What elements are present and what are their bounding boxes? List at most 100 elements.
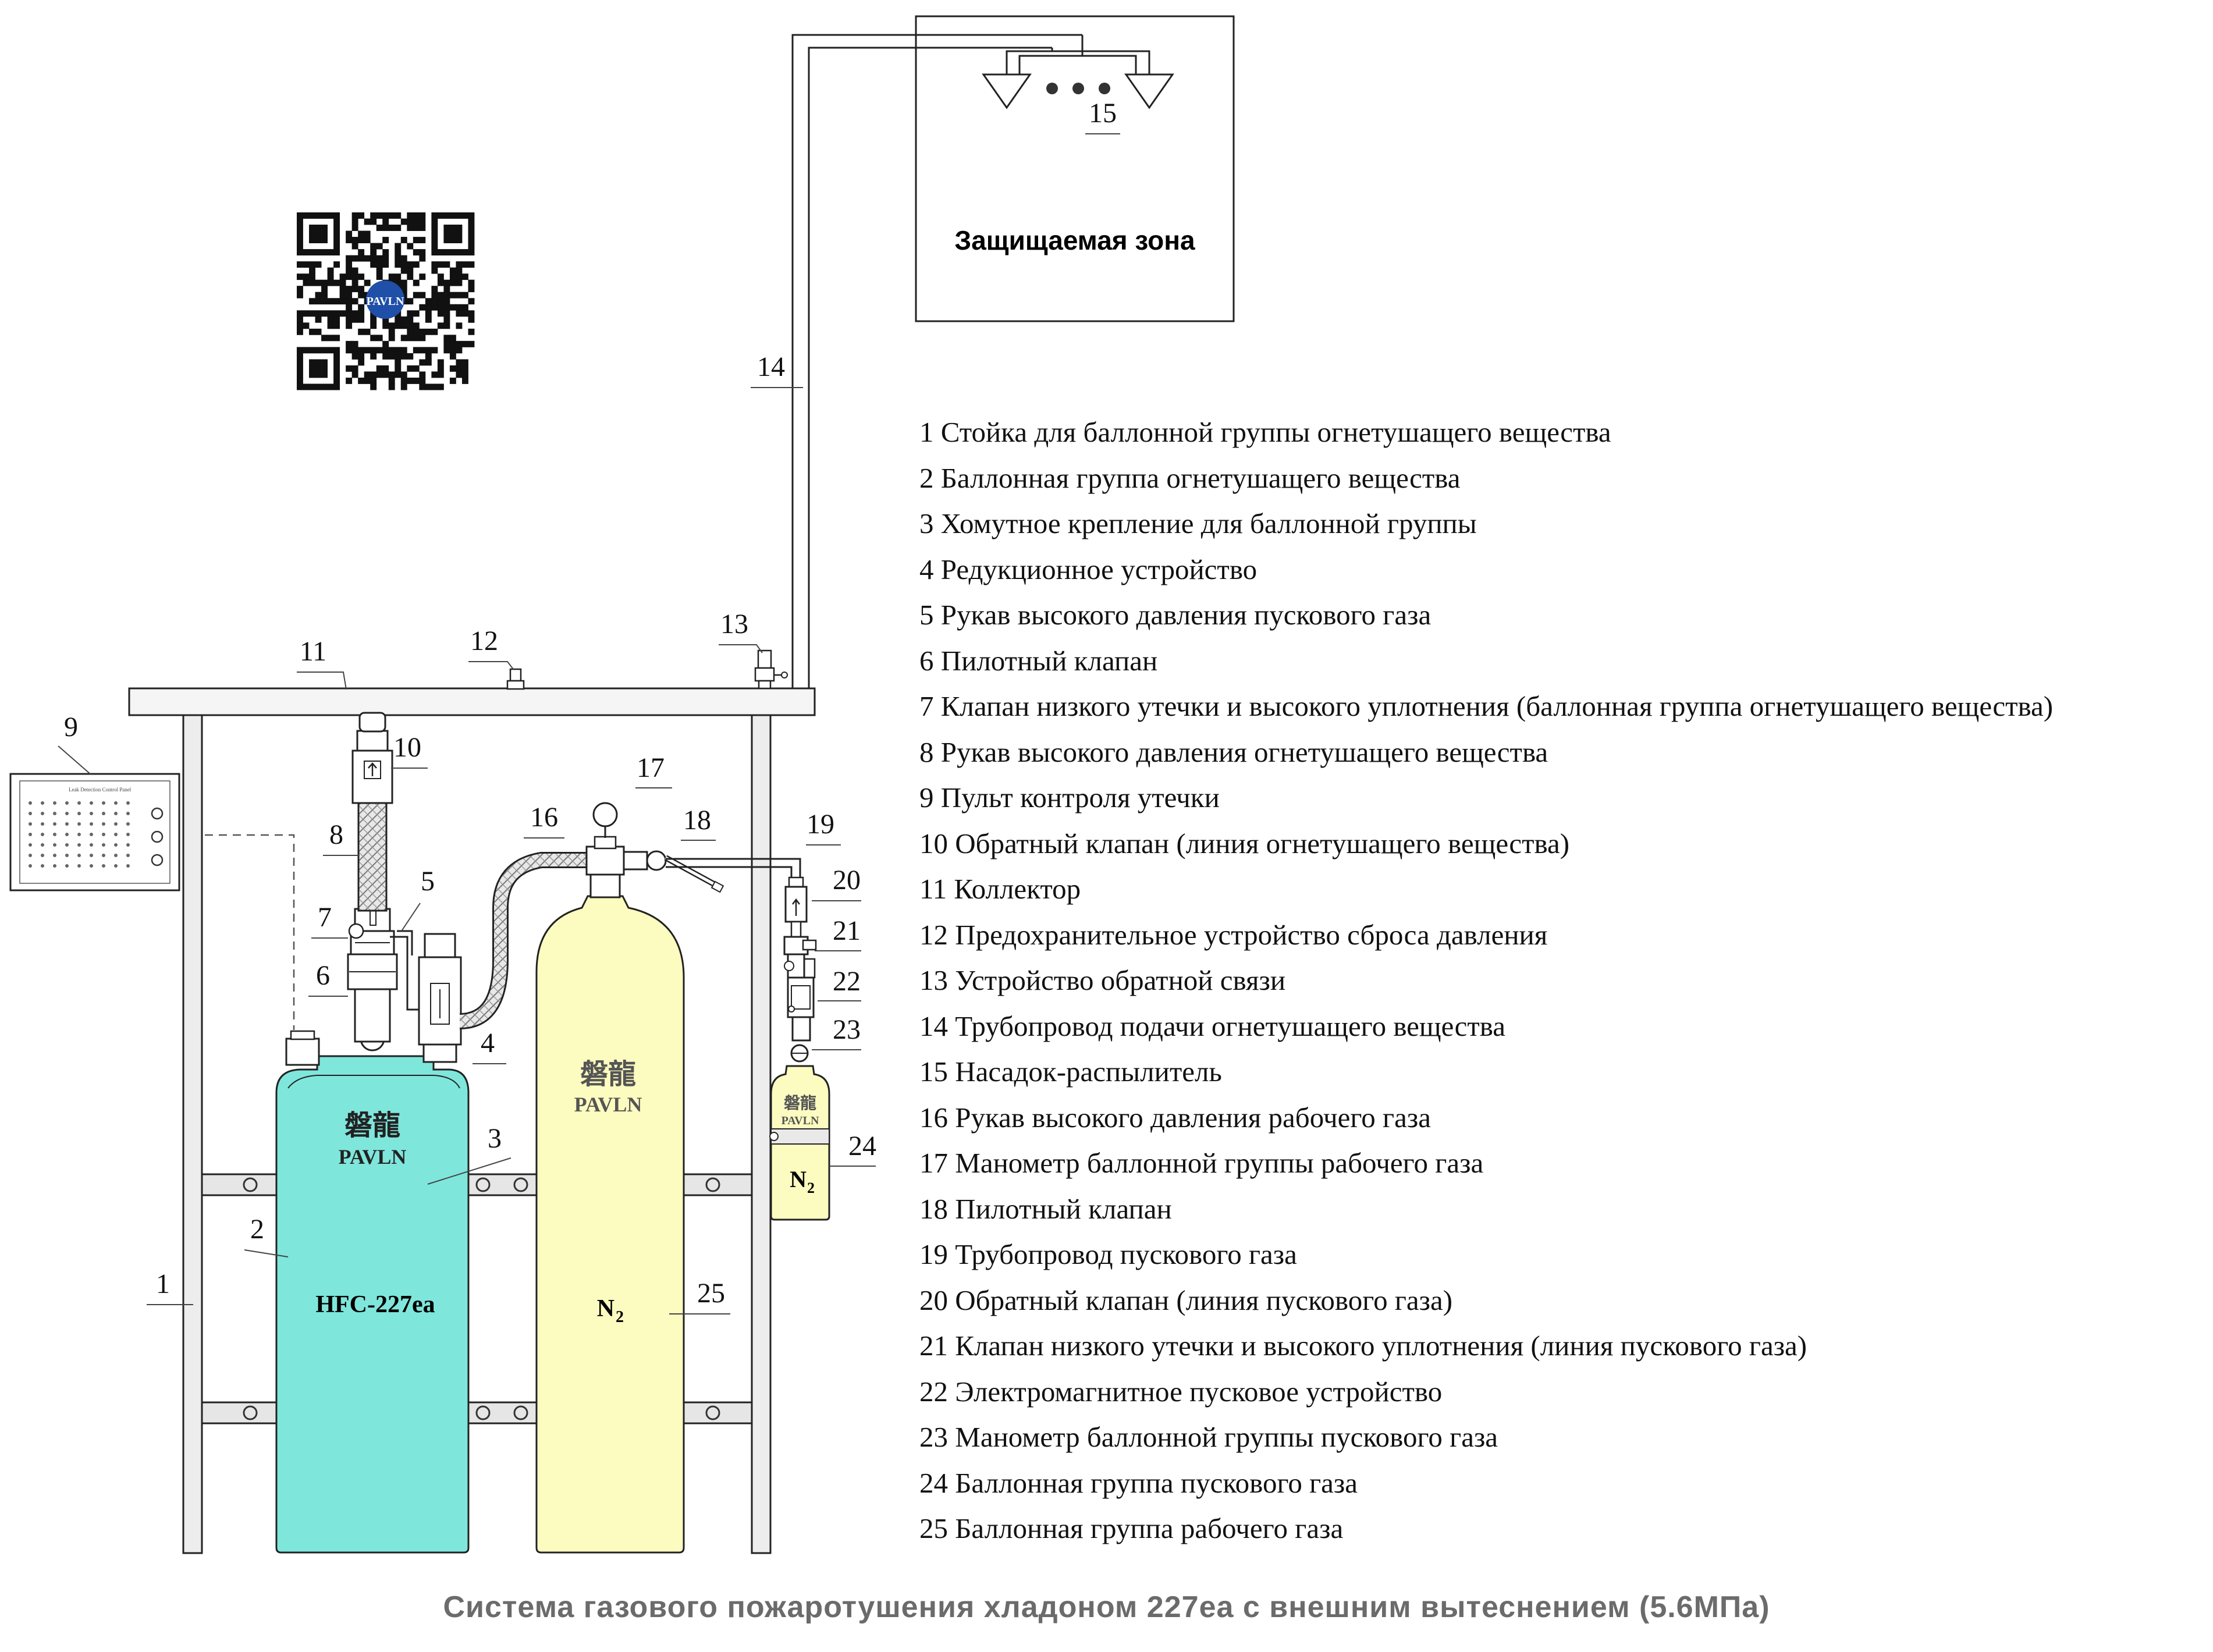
working-gas-cylinder xyxy=(535,895,685,1554)
callout-leader xyxy=(297,672,347,690)
nozzle-dot xyxy=(1072,83,1084,94)
panel-signal-line xyxy=(205,834,295,1030)
starter-gas-pipeline-inner xyxy=(666,866,793,879)
callout-number: 13 xyxy=(720,609,748,640)
panel-title: Leak Detection Control Panel xyxy=(69,787,132,793)
working-cylinder-brand-cn: 磐龍 xyxy=(580,1059,636,1090)
callout-number: 19 xyxy=(807,809,834,840)
legend: 1 Стойка для баллонной группы огнетушаще… xyxy=(919,410,2200,1552)
agent-cylinder-label: HFC-227ea xyxy=(315,1291,435,1318)
callout-leader xyxy=(244,1249,289,1257)
starter-gas-hose-5-inner xyxy=(397,930,413,955)
pressure-reducer xyxy=(418,933,462,1063)
starter-gas-cylinder xyxy=(769,1065,830,1221)
working-gas-hose xyxy=(459,854,588,1028)
callout-number: 21 xyxy=(833,915,861,946)
working-cylinder-brand: PAVLN xyxy=(574,1093,642,1116)
nozzle-left xyxy=(982,73,1032,109)
callout-leader xyxy=(468,661,514,670)
qr-code xyxy=(297,212,475,390)
legend-item: 25 Баллонная группа рабочего газа xyxy=(919,1512,1344,1544)
legend-item: 3 Хомутное крепление для баллонной групп… xyxy=(919,507,1477,539)
callout-number: 23 xyxy=(833,1014,861,1045)
callout-number: 18 xyxy=(683,805,711,836)
callout-number: 25 xyxy=(697,1278,725,1309)
legend-item: 24 Баллонная группа пускового газа xyxy=(919,1466,1358,1499)
nozzle-right xyxy=(1124,73,1174,109)
legend-item: 8 Рукав высокого давления огнетушащего в… xyxy=(919,736,1548,768)
starter-cylinder-brand-cn: 磐龍 xyxy=(784,1093,816,1113)
agent-cylinder xyxy=(275,1055,470,1554)
legend-item: 17 Манометр баллонной группы рабочего га… xyxy=(919,1147,1484,1179)
legend-item: 1 Стойка для баллонной группы огнетушаще… xyxy=(919,416,1611,448)
agent-supply-pipeline xyxy=(791,34,1150,690)
agent-check-valve xyxy=(351,712,393,804)
callout-number: 14 xyxy=(757,351,785,382)
legend-item: 12 Предохранительное устройство сброса д… xyxy=(919,918,1548,951)
panel-indicator-grid xyxy=(29,801,130,868)
diagram-caption: Система газового пожаротушения хладоном … xyxy=(443,1590,1770,1624)
legend-item: 4 Редукционное устройство xyxy=(919,553,1258,585)
agent-high-pressure-hose xyxy=(357,802,388,912)
agent-cylinder-brand-cn: 磐龍 xyxy=(344,1110,400,1141)
protected-zone-title: Защищаемая зона xyxy=(954,225,1195,255)
starter-solenoid-actuator xyxy=(787,976,815,1018)
callout-number: 12 xyxy=(470,626,498,656)
callout-leaders xyxy=(58,133,1120,1315)
callout-number: 1 xyxy=(156,1269,170,1299)
working-gas-valve xyxy=(585,802,724,898)
starter-leak-valve xyxy=(783,921,817,979)
legend-item: 16 Рукав высокого давления рабочего газа xyxy=(919,1101,1431,1134)
callout-number: 10 xyxy=(393,732,421,763)
legend-item: 2 Баллонная группа огнетушащего вещества xyxy=(919,461,1461,494)
callout-leader xyxy=(719,644,763,653)
legend-item: 23 Манометр баллонной группы пускового г… xyxy=(919,1421,1498,1453)
legend-item: 9 Пульт контроля утечки xyxy=(919,781,1220,813)
callout-number: 6 xyxy=(316,960,330,991)
legend-item: 19 Трубопровод пускового газа xyxy=(919,1238,1297,1270)
callout-number: 2 xyxy=(250,1214,264,1245)
legend-item: 18 Пилотный клапан xyxy=(919,1192,1172,1225)
starter-gas-pipeline xyxy=(666,858,801,879)
callout-number: 15 xyxy=(1089,98,1117,129)
legend-item: 10 Обратный клапан (линия огнетушащего в… xyxy=(919,827,1570,859)
leak-detection-panel xyxy=(9,773,180,891)
agent-cylinder-brand: PAVLN xyxy=(339,1145,407,1168)
callout-number: 24 xyxy=(848,1131,876,1161)
nozzle-dot xyxy=(1046,83,1058,94)
starter-cylinder-brand: PAVLN xyxy=(782,1114,819,1127)
legend-item: 6 Пилотный клапан xyxy=(919,644,1158,677)
callout-number: 20 xyxy=(833,865,861,896)
legend-item: 15 Насадок-распылитель xyxy=(919,1056,1222,1088)
starter-cylinder-gas: N xyxy=(790,1166,807,1192)
callout-leader xyxy=(401,903,421,932)
protected-zone xyxy=(915,15,1235,322)
manifold xyxy=(128,687,816,716)
legend-item: 11 Коллектор xyxy=(919,873,1081,905)
nozzle-dot xyxy=(1099,83,1110,94)
callout-leader xyxy=(427,1157,511,1185)
qr-logo-text: PAVLN xyxy=(367,295,404,308)
qr-logo-badge xyxy=(366,280,404,319)
feedback-device xyxy=(754,649,788,690)
callout-number: 11 xyxy=(300,636,326,667)
callout-number: 16 xyxy=(530,802,558,833)
starter-gauge xyxy=(790,1016,811,1063)
legend-item: 21 Клапан низкого утечки и высокого упло… xyxy=(919,1330,1807,1362)
callout-number: 17 xyxy=(637,752,665,783)
legend-item: 7 Клапан низкого утечки и высокого уплот… xyxy=(919,690,2054,722)
callout-number: 8 xyxy=(329,819,343,850)
legend-item: 22 Электромагнитное пусковое устройство xyxy=(919,1375,1443,1408)
legend-item: 13 Устройство обратной связи xyxy=(919,964,1286,996)
callout-number: 3 xyxy=(488,1123,502,1154)
starter-check-valve xyxy=(784,876,808,923)
working-cylinder-gas-subscript: 2 xyxy=(616,1308,624,1326)
callout-number: 7 xyxy=(318,902,332,933)
working-cylinder-gas: N xyxy=(597,1295,614,1322)
legend-item: 14 Трубопровод подачи огнетушащего вещес… xyxy=(919,1010,1506,1042)
agent-valve-stack xyxy=(285,890,398,1066)
starter-cylinder-gas-subscript: 2 xyxy=(807,1180,815,1196)
